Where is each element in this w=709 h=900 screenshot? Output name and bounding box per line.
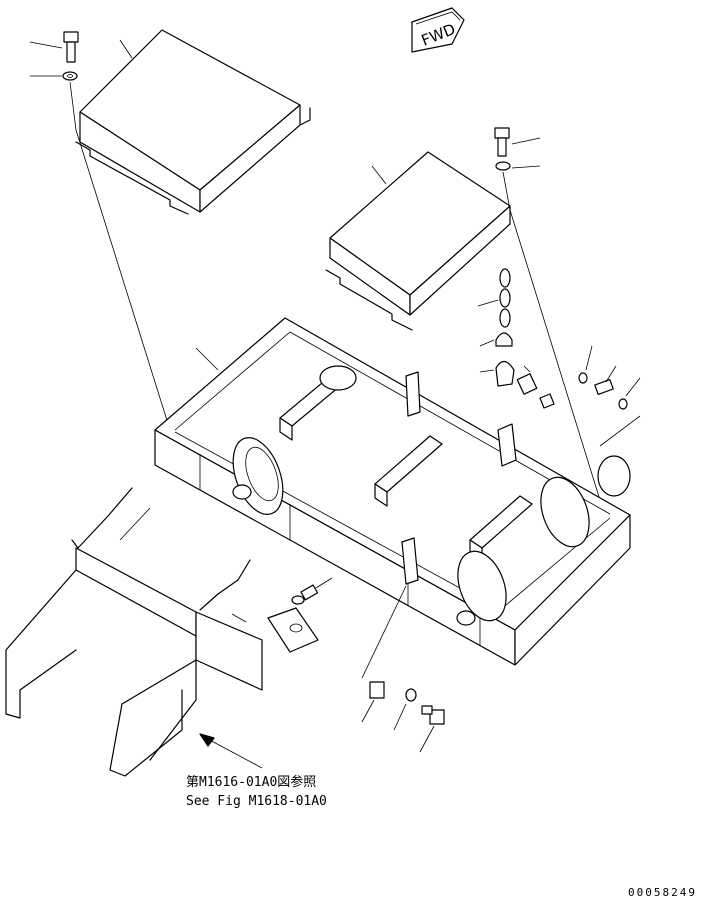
leader-line-right [502,171,601,501]
washer-top-left [30,71,78,81]
support-bracket-front [109,559,263,777]
bracket-top [405,371,421,417]
reference-note-en: See Fig M1618-01A0 [186,794,327,809]
plug-icon [618,377,641,410]
washer-top-right [495,161,541,171]
cover-box-left [75,29,311,215]
fwd-label: FWD [419,20,458,50]
chain-link-icon [477,268,511,328]
roller-bottom [456,550,507,626]
motor-unit [597,415,641,497]
reference-note-jp: 第M1616-01A0図参照 [186,774,316,790]
roller-left [232,437,284,515]
hook-plate-icon [479,360,515,387]
support-bracket-rear [5,487,197,761]
bolt-bottom [419,705,445,753]
bushing-icon [361,681,385,723]
washer-bottom [393,688,417,731]
bolt-top-left [29,31,79,63]
fwd-arrow-icon: FWD [411,7,465,53]
roller-mid [319,365,357,391]
washer-mid [291,595,305,605]
grease-fitting-icon [594,365,617,396]
bracket-front [361,537,419,679]
bracket-right [497,423,517,467]
bolt-top-right [494,127,541,157]
pin-icon [516,365,538,395]
mounting-plate [267,607,319,653]
cover-box-right [325,151,511,331]
drawing-code: 00058249 [628,886,697,899]
bolt-mid [300,577,333,601]
leader-line [69,81,171,431]
roller-right [540,476,590,548]
cross-beam-2 [374,435,443,507]
shackle-icon [479,332,513,347]
clip-icon [539,393,555,409]
cap-icon [578,345,593,384]
reference-arrow-icon [199,733,263,769]
